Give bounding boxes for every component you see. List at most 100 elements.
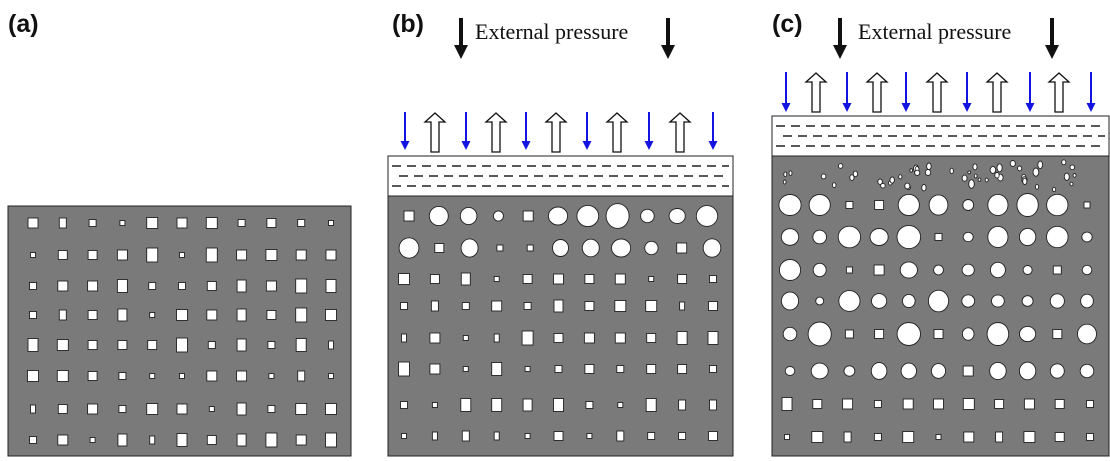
square-pore [328,340,334,350]
square-pore [146,403,159,415]
panel-b-fluid-layer [387,155,734,197]
outflow-arrow-icon [985,72,1009,113]
square-pore [236,279,247,293]
bubble-pore [1081,231,1093,243]
square-pore [431,431,438,441]
square-pore [553,273,564,285]
square-pore [87,371,98,381]
square-pore [646,364,657,374]
square-pore [493,431,500,441]
square-pore [614,332,626,344]
panel-b-layer-dashes [392,165,729,187]
square-pore [524,366,531,372]
inflow-arrow-head [962,103,972,112]
bubble-pore [815,296,825,306]
bubble-pore [902,293,916,309]
square-pore [522,210,534,222]
micro-bubble [1009,160,1016,167]
square-pore [398,361,410,377]
micro-bubble [989,165,997,174]
square-pore [27,370,39,382]
square-pore [995,431,1004,443]
bubble-pore [552,239,569,257]
square-pore [843,431,852,443]
outflow-arrow-icon [1047,72,1071,113]
square-pore [57,434,69,446]
square-pore [873,400,882,408]
square-pore [265,280,277,292]
square-pore [648,276,655,282]
square-pore [902,398,914,410]
bubble-pore [870,362,888,380]
bubble-pore [810,362,829,380]
square-pore [709,365,717,373]
bubble-pore [1046,193,1069,217]
square-pore [236,249,248,261]
panel-b-pores [398,203,722,442]
outflow-arrow-icon [605,112,629,153]
square-pore [295,338,307,352]
outflow-arrow-icon [544,112,568,153]
bubble-pore [695,205,719,227]
square-pore [708,431,718,441]
bubble-pore [1079,363,1095,379]
square-pore [27,217,39,229]
bubble-pore [398,237,420,259]
square-pore [295,403,308,415]
square-pore [678,399,687,411]
square-pore [616,365,625,373]
square-pore [429,274,440,284]
square-pore [57,250,68,260]
square-pore [149,373,156,379]
square-pore [614,300,627,312]
outflow-arrow-icon [865,72,889,113]
square-pore [496,244,504,252]
bubble-pore [459,206,478,226]
micro-bubble [889,176,895,184]
micro-bubble [1017,165,1023,172]
bubble-pore [581,238,600,258]
panel-c-label: (c) [772,10,803,38]
square-pore [845,201,854,209]
square-pore [676,242,688,254]
micro-bubble [1063,172,1070,181]
micro-bubble [1022,177,1028,186]
square-pore [295,434,307,446]
square-pore [27,338,39,352]
inflow-arrow-head [842,103,852,112]
inflow-arrow-head [521,141,531,150]
square-pore [646,333,657,343]
bubble-pore [899,261,918,279]
bubble-pore [930,363,947,379]
square-pore [524,433,531,439]
square-pore [236,308,247,322]
bubble-pore [1046,225,1069,249]
square-pore [1052,265,1062,275]
bubble-pore [989,361,1007,381]
bubble-pore [837,225,862,249]
bubble-pore [808,194,831,216]
panel-b-pressure-arrows [454,18,675,59]
square-pore [117,308,128,322]
micro-bubble [1032,167,1040,177]
square-pore [963,431,975,443]
square-pore [148,282,157,290]
bubble-pore [1049,363,1065,379]
bubble-pore [933,264,944,276]
square-pore [1054,432,1065,442]
square-pore [328,220,334,226]
square-pore [206,370,218,382]
square-pore [676,331,688,345]
bubble-pore [896,322,921,346]
square-pore [176,217,188,229]
panel-c-pressure-arrows [833,18,1059,59]
bubble-pore [991,294,1005,308]
bubble-pore [778,259,802,281]
square-pore [266,218,277,228]
square-pore [208,406,215,412]
micro-bubble [820,173,827,180]
square-pore [117,340,128,350]
square-pore [493,333,500,343]
panel-c: (c) External pressure [771,10,1110,457]
